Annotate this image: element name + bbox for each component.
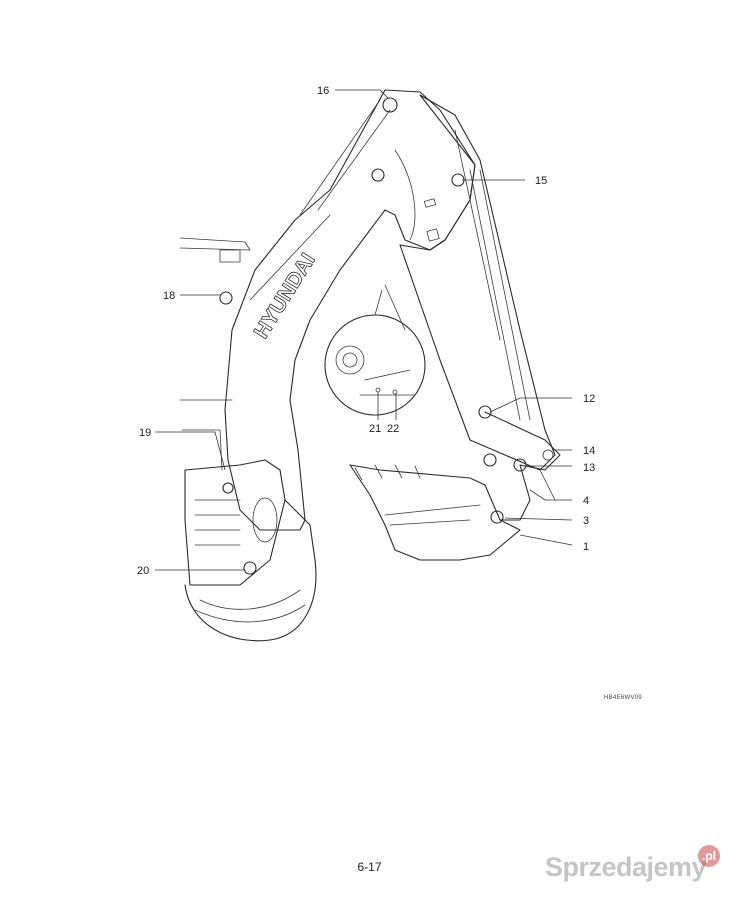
callout-labels: 16 15 18 12 21 22 19 14 13 4 3 20 1: [137, 85, 595, 577]
callout-4: 4: [583, 495, 589, 507]
callout-13: 13: [583, 462, 595, 474]
callout-1: 1: [583, 541, 589, 553]
watermark-badge: .pl: [698, 845, 720, 867]
callout-3: 3: [583, 515, 589, 527]
bucket: [349, 464, 521, 561]
page-number: 6-17: [357, 860, 382, 874]
callout-18: 18: [163, 290, 175, 302]
callout-22: 22: [387, 423, 399, 435]
watermark-text: Sprzedajemy: [545, 852, 707, 882]
callout-12: 12: [583, 393, 595, 405]
callout-14: 14: [583, 445, 595, 457]
callout-20: 20: [137, 565, 149, 577]
arm: [399, 94, 556, 472]
callout-19: 19: [139, 427, 151, 439]
bucket-linkage: [484, 411, 561, 524]
detail-inset: [324, 284, 426, 416]
callout-leaders: [155, 89, 573, 571]
callout-16: 16: [317, 85, 329, 97]
figure-code: HB4E6WV09: [604, 695, 643, 701]
callout-15: 15: [535, 175, 547, 187]
boom: HYUNDAI: [219, 89, 476, 531]
callout-21: 21: [369, 423, 381, 435]
